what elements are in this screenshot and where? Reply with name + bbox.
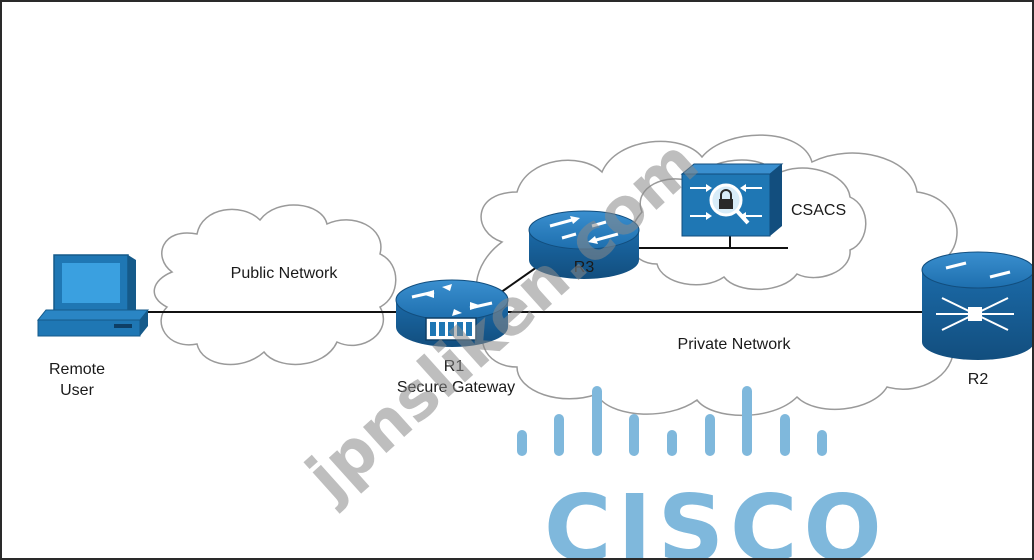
cisco-logo: CISCO [517, 386, 888, 560]
cisco-logo-word: CISCO [544, 475, 888, 560]
remote-user-label-line1: Remote [49, 361, 105, 378]
public-network-label: Public Network [231, 265, 339, 282]
remote-user-label-line2: User [60, 382, 94, 399]
r1-router-icon [395, 279, 509, 347]
public-network-cloud [153, 204, 397, 366]
private-network-label: Private Network [678, 336, 792, 353]
csacs-name-label: CSACS [791, 202, 846, 219]
csacs-server-icon [680, 163, 784, 237]
r3-router-icon [528, 210, 640, 279]
r2-router-icon [921, 251, 1032, 360]
r3-name-label: R3 [574, 259, 595, 276]
r1-role-label: Secure Gateway [397, 379, 515, 396]
remote-user-computer-icon [36, 254, 150, 337]
r1-name-label: R1 [444, 358, 465, 375]
r2-name-label: R2 [968, 371, 989, 388]
